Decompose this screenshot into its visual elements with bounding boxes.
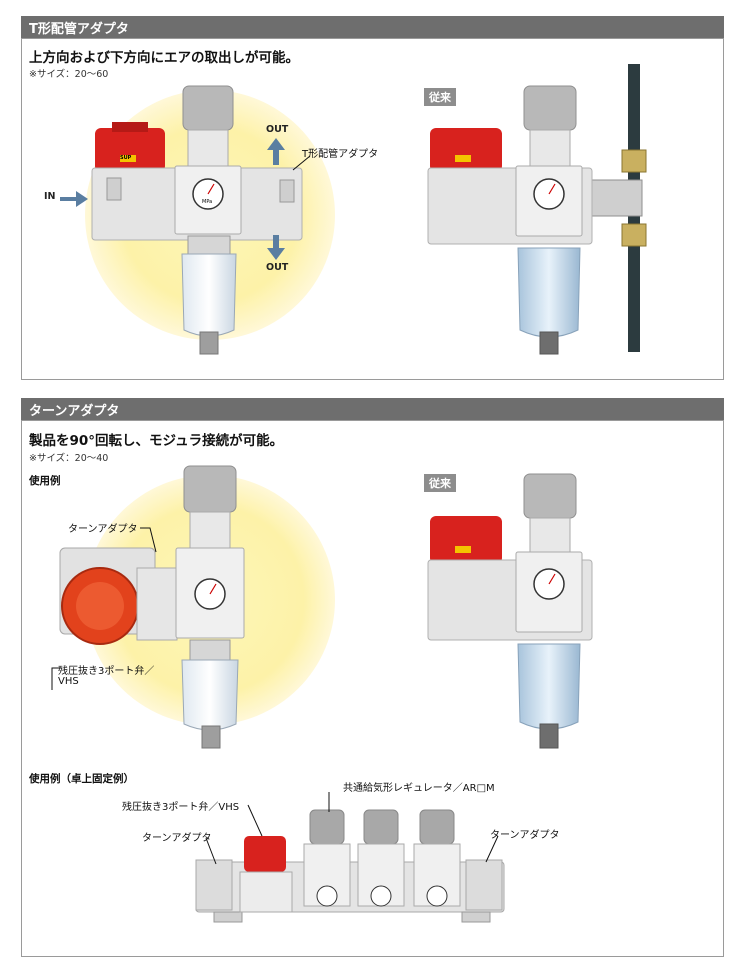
- section-title: ターンアダプタ: [29, 404, 120, 419]
- headline-turn-adapter: 製品を90°回転し、モジュラ接続が可能。: [29, 433, 284, 449]
- flow-out-top-label: OUT: [266, 124, 289, 135]
- flow-in-label: IN: [44, 191, 56, 202]
- callout-valve-desktop: 残圧抜き3ポート弁／VHS: [122, 802, 240, 813]
- headline-t-adapter: 上方向および下方向にエアの取出しが可能。: [29, 50, 299, 66]
- callout-turn-right: ターンアダプタ: [490, 830, 560, 841]
- usage-label: 使用例: [29, 475, 61, 487]
- callout-t-adapter: T形配管アダプタ: [302, 149, 379, 160]
- section-header-turn-adapter: ターンアダプタ: [21, 398, 724, 420]
- conventional-tag: 従来: [424, 88, 456, 106]
- arrow-out-top-icon: [267, 138, 285, 165]
- callout-turn-adapter: ターンアダプタ: [68, 524, 138, 535]
- callout-valve-line1: 残圧抜き3ポート弁／: [58, 666, 155, 677]
- red-valve-cap: [95, 128, 165, 172]
- sup-mark: SUP: [120, 155, 132, 161]
- callout-valve-line2: VHS: [58, 676, 79, 687]
- gauge-unit: MPa: [202, 199, 213, 205]
- regulator-1: [303, 809, 351, 907]
- size-note-t-adapter: ※サイズ：20～60: [29, 69, 109, 80]
- regulator-2: [357, 809, 405, 907]
- callout-regulator: 共通給気形レギュレータ／AR□M: [343, 783, 495, 794]
- section-title: T形配管アダプタ: [29, 22, 129, 37]
- flow-out-bottom-label: OUT: [266, 262, 289, 273]
- usage2-label: 使用例（卓上固定例）: [29, 773, 134, 785]
- arrow-out-bottom-icon: [267, 235, 285, 260]
- red-valve-cap-conventional: [430, 128, 502, 172]
- conventional-tag-2: 従来: [424, 474, 456, 492]
- size-note-turn-adapter: ※サイズ：20～40: [29, 453, 109, 464]
- regulator-3: [413, 809, 461, 907]
- section-header-t-adapter: T形配管アダプタ: [21, 16, 724, 38]
- callout-turn-left: ターンアダプタ: [142, 833, 212, 844]
- arrow-in-icon: [60, 191, 88, 207]
- tee-fitting: [591, 179, 643, 217]
